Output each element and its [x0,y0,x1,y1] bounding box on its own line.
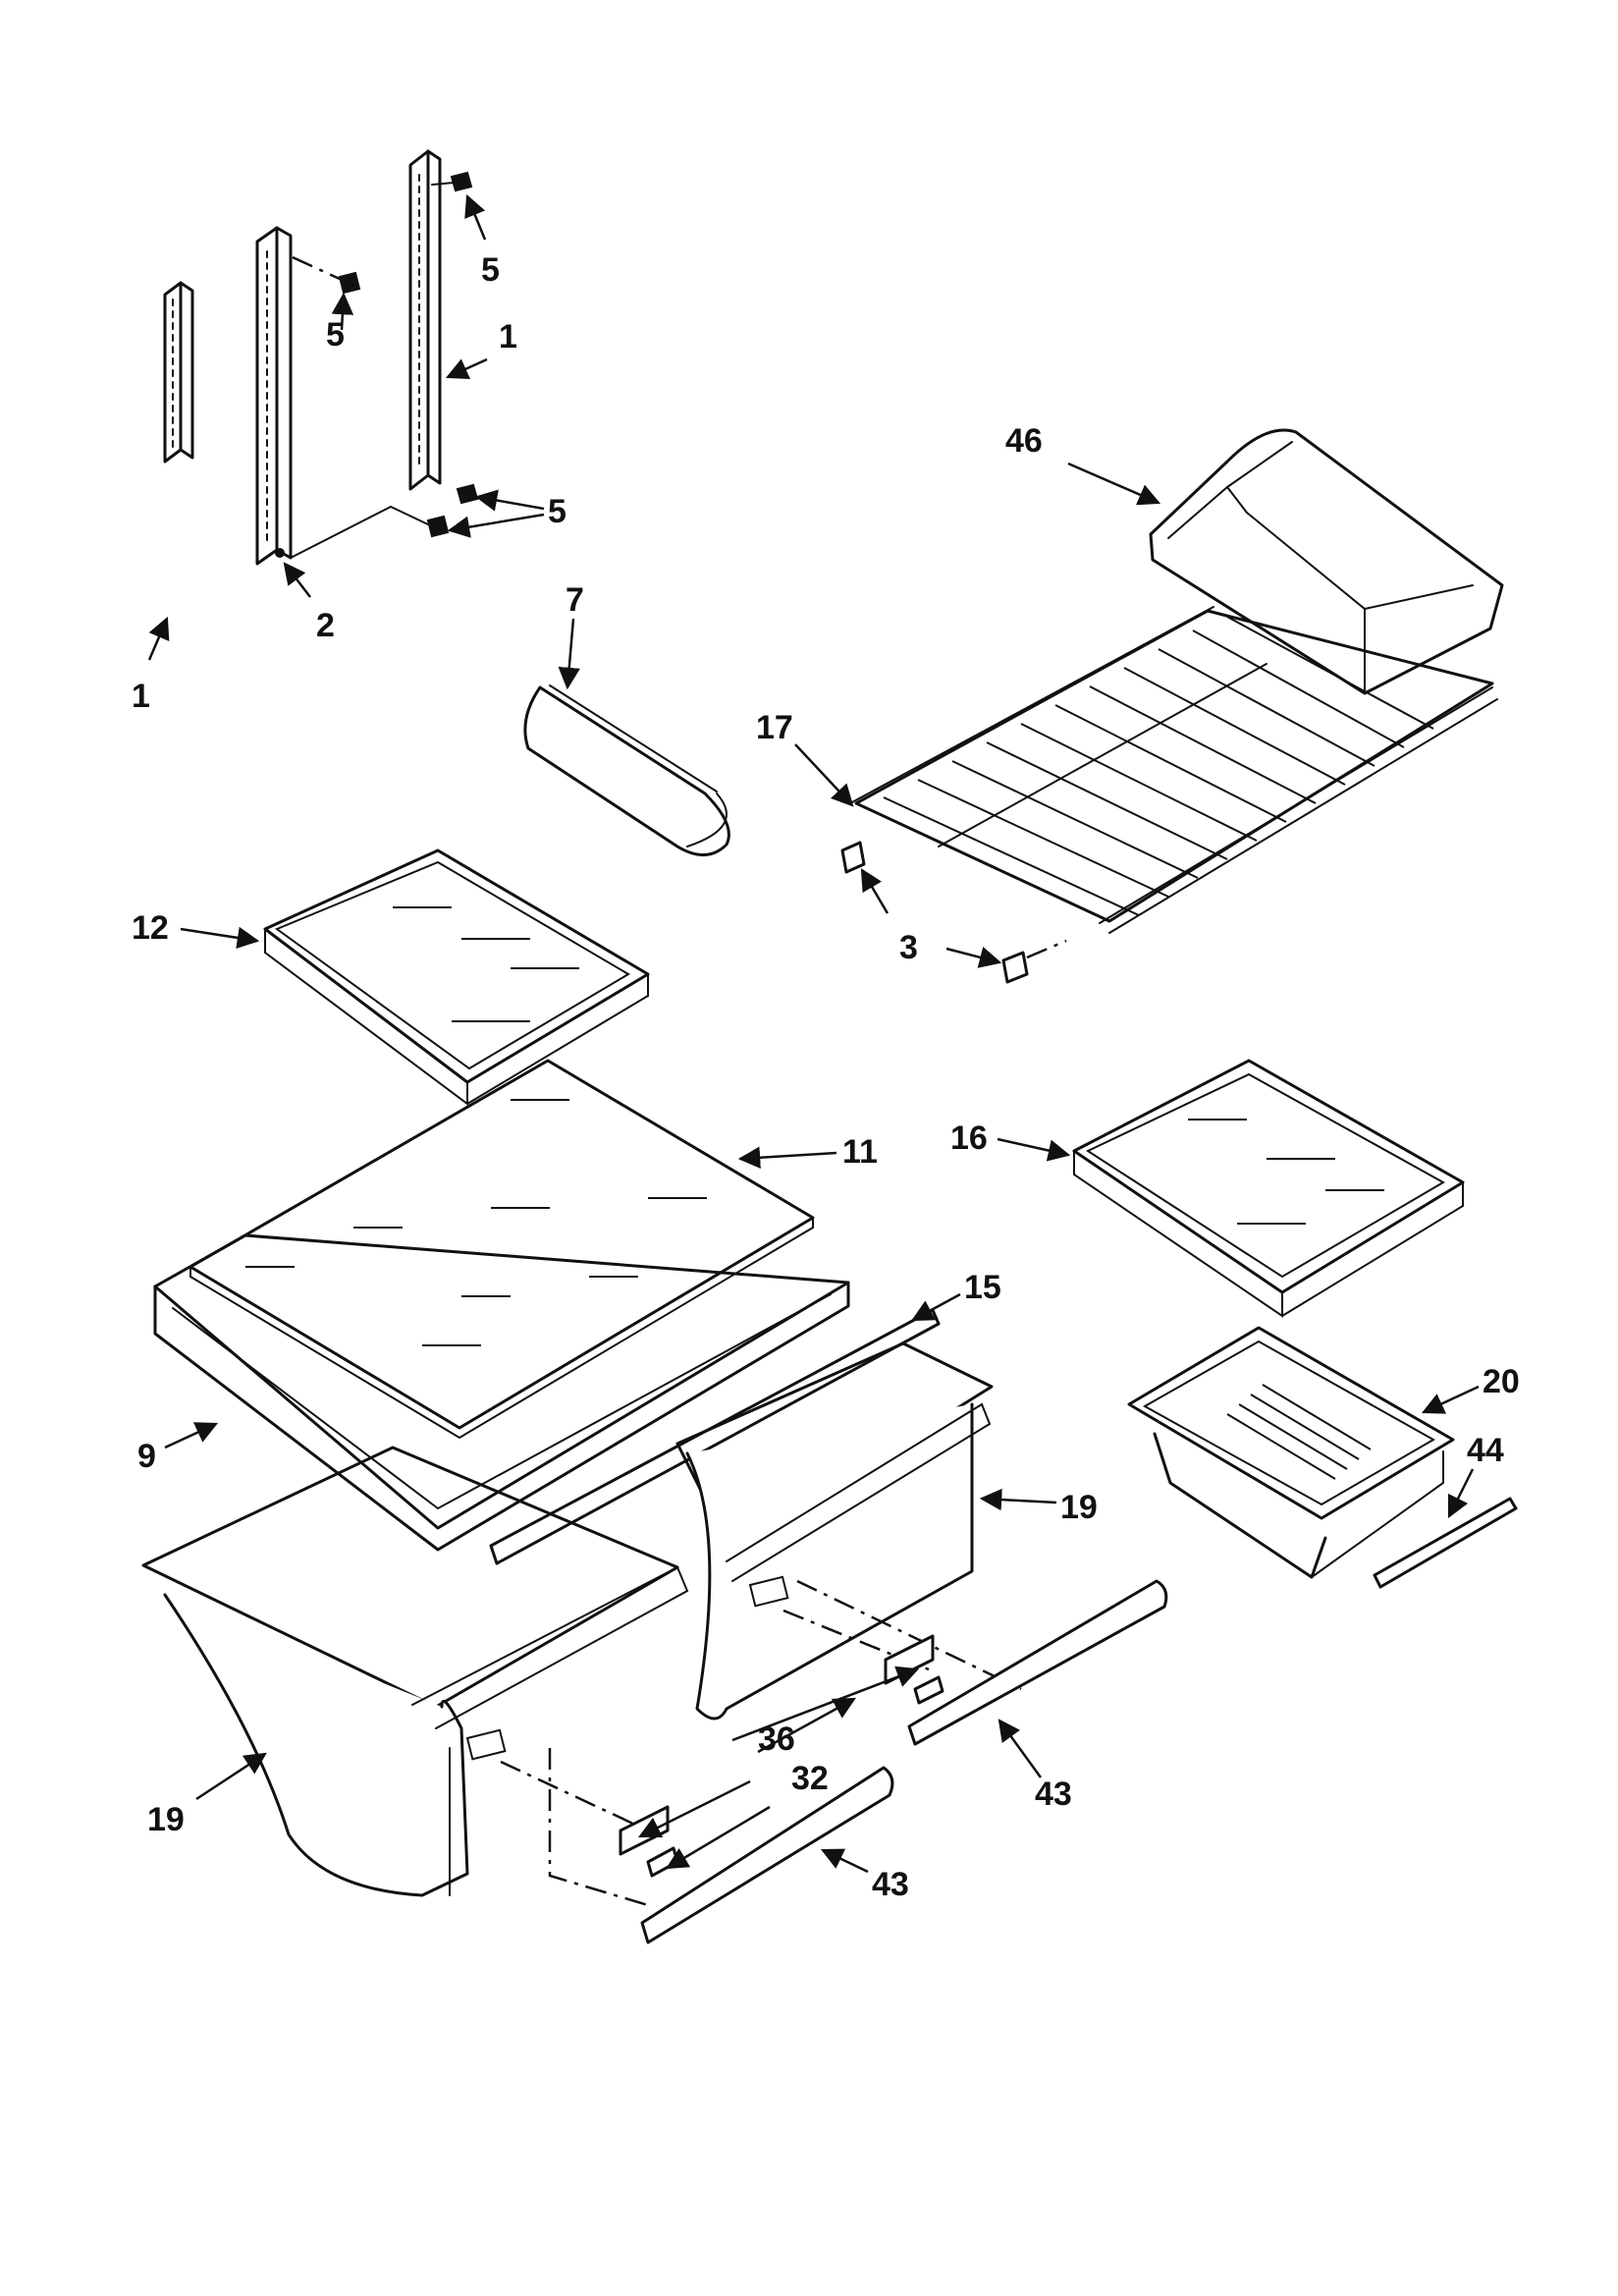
callout-19-right: 19 [1060,1489,1098,1526]
rail-part-1-left [163,281,194,464]
callout-3: 3 [899,929,918,966]
callout-43-upper: 43 [1035,1776,1072,1813]
callout-16: 16 [950,1120,988,1157]
leader-arrows [147,193,1480,1874]
part-44-trim [1373,1497,1518,1589]
part-3-stud-upper [840,841,866,874]
part-17-wire-shelf [849,606,1498,934]
part-16-shelf [1072,1059,1465,1318]
callout-15: 15 [964,1269,1001,1306]
part-32-clip-right [913,1675,944,1705]
screw-part-5-lower-b [290,505,450,559]
part-46-bin [1149,428,1504,695]
rail-part-1-right [408,149,442,491]
part-20-pan [1127,1326,1455,1579]
callout-12: 12 [132,909,169,947]
callout-7: 7 [566,581,584,619]
callout-46: 46 [1005,422,1043,460]
callout-20: 20 [1483,1363,1520,1400]
rail-part-2 [255,226,293,566]
part-36-clip-left [619,1805,670,1856]
callout-17: 17 [756,709,793,746]
callout-44: 44 [1467,1432,1504,1469]
callout-1-left: 1 [132,678,150,715]
part-19-crisper-right [675,1341,994,1721]
part-15-rail [489,1308,941,1565]
callout-11: 11 [842,1133,878,1171]
callout-5-middle: 5 [326,316,345,354]
screw-part-5-lower-a [456,483,479,505]
part-36-clip-right [884,1634,935,1685]
part-11-glass [189,1059,815,1440]
part-3-stud-lower [1001,939,1067,984]
screw-part-5-top [431,171,473,192]
callout-5-top: 5 [481,251,500,289]
part-43-trim-upper [907,1579,1168,1746]
part-19-crisper-left [141,1446,689,1897]
part-9-frame [153,1233,850,1552]
part-32-clip-left [646,1846,679,1878]
part-7-cover [523,684,730,856]
part-12-shelf [263,848,650,1106]
callout-36: 36 [758,1721,795,1758]
callout-19-left: 19 [147,1801,185,1838]
callout-5-lower: 5 [548,493,566,530]
callout-43-lower: 43 [872,1866,909,1903]
callout-32: 32 [791,1760,829,1797]
callout-9: 9 [137,1438,156,1475]
part-43-trim-lower [640,1766,894,1944]
screw-part-5-middle [292,255,361,295]
callout-2: 2 [316,607,335,644]
callout-1-right: 1 [499,318,517,355]
assembly-line-left [500,1748,649,1907]
